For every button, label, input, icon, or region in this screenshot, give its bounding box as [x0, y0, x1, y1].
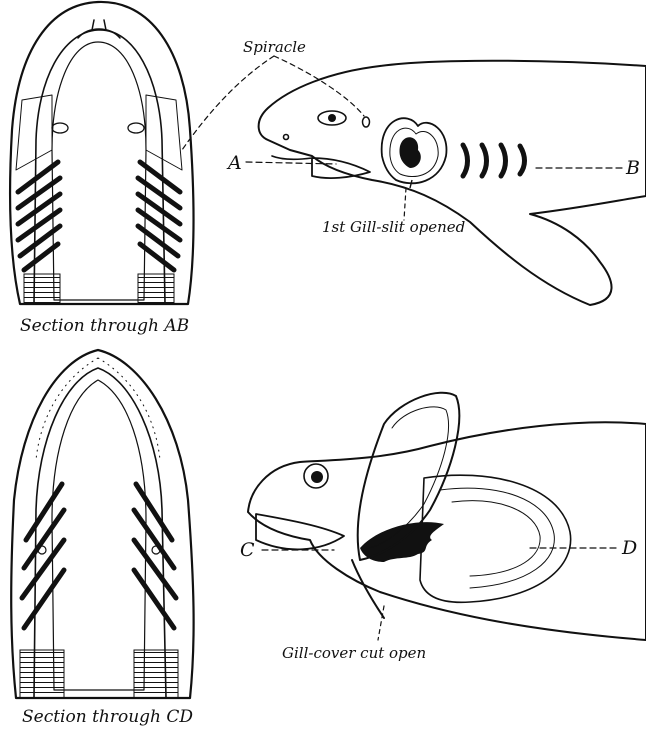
point-c-label: C [240, 539, 255, 561]
point-a-label: A [226, 152, 242, 174]
first-gill-slit-label: 1st Gill-slit opened [322, 218, 465, 236]
spiracle-opening [363, 117, 370, 127]
fish-section-cd-illustration [11, 350, 193, 698]
fish-side-view-illustration [248, 393, 646, 640]
point-b-label: B [625, 157, 640, 179]
shark-section-ab-illustration [10, 2, 193, 304]
shark-side-view-illustration [259, 61, 646, 305]
fish-gill-arches-left [22, 484, 64, 628]
caption-section-ab: Section through AB [20, 316, 189, 336]
spiracle-label: Spiracle [243, 38, 306, 56]
caption-section-cd: Section through CD [22, 707, 193, 727]
first-gill-slit-opened [382, 118, 447, 188]
shark-gill-slits [463, 145, 525, 176]
gill-cover-label: Gill-cover cut open [282, 644, 426, 662]
point-d-label: D [621, 537, 637, 559]
fish-gill-arches-right [134, 484, 176, 628]
